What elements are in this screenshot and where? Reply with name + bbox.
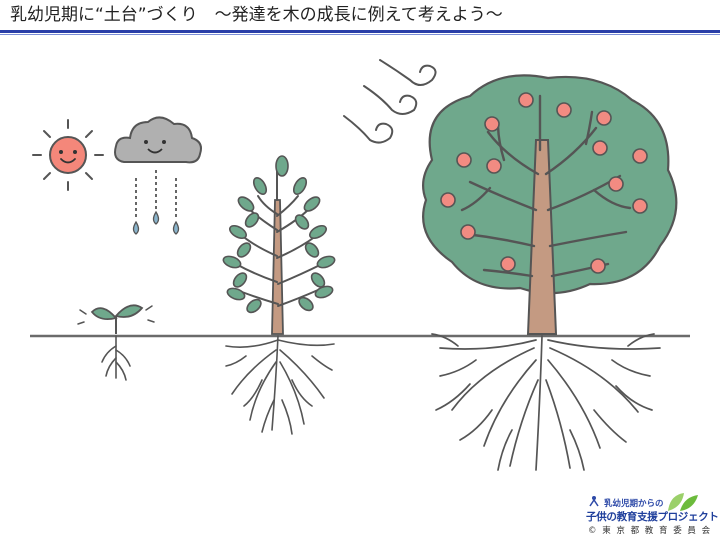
tree-growth-illustration (30, 59, 690, 471)
raindrop-icon (132, 170, 180, 235)
leaf-logo-icon (668, 493, 698, 511)
footer-logo: 乳幼児期からの 子供の教育支援プロジェクト © 東 京 都 教 育 委 員 会 (586, 493, 719, 537)
roots-icon (101, 335, 131, 381)
roots-icon (431, 333, 661, 471)
fruit-tree-icon (421, 74, 678, 335)
person-icon (589, 496, 599, 507)
footer-project-name: 子供の教育支援プロジェクト (586, 511, 719, 523)
slide-title: 乳幼児期に“土台”づくり ～発達を木の成長に例えて考えよう～ (10, 5, 503, 25)
sun-icon (32, 119, 104, 191)
wind-icon (343, 59, 437, 144)
footer-tagline: 乳幼児期からの (604, 499, 664, 509)
sapling-icon (222, 155, 336, 335)
roots-icon (225, 335, 335, 435)
title-rule (0, 30, 720, 33)
title-rule-thin (0, 34, 720, 35)
footer-copyright: © 東 京 都 教 育 委 員 会 (588, 526, 712, 536)
sprout-icon (77, 304, 155, 334)
cloud-icon (114, 116, 202, 164)
